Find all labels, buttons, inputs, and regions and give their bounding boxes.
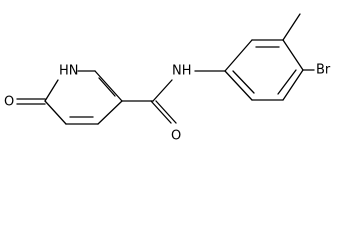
bond-c6-n1 [44, 79, 59, 102]
amide-oxygen-label: O [171, 129, 181, 144]
phenyl-ring [224, 39, 304, 101]
bond-p4-p5 [282, 69, 304, 101]
bond-c2-c3 [94, 70, 123, 102]
molecule-structure: HN O NH O Br [4, 13, 331, 144]
bond-p6-p1-inner [232, 70, 255, 94]
amide-linker [121, 70, 226, 124]
bond-camide-n [152, 79, 173, 102]
ring-carbonyl-oxygen-label: O [4, 95, 14, 110]
bond-p1-p2 [224, 39, 253, 72]
bond-c3-c4 [97, 100, 123, 125]
pyridinone-ring [44, 70, 123, 125]
bond-c5-c6 [44, 100, 67, 125]
bond-p4-p5-inner [277, 69, 297, 95]
bond-p3-p4 [282, 39, 304, 71]
bond-p6-p1 [224, 70, 253, 101]
ring-carbonyl [16, 98, 46, 105]
bond-camide-o-a [150, 100, 172, 124]
bromine-label: Br [316, 63, 331, 78]
bond-camide-o-b [155, 100, 177, 124]
bond-c2-c3-inner [98, 77, 116, 97]
amide-nh-label: NH [172, 64, 192, 79]
methyl-bond [282, 13, 301, 41]
ring-nh-label: HN [59, 64, 79, 79]
